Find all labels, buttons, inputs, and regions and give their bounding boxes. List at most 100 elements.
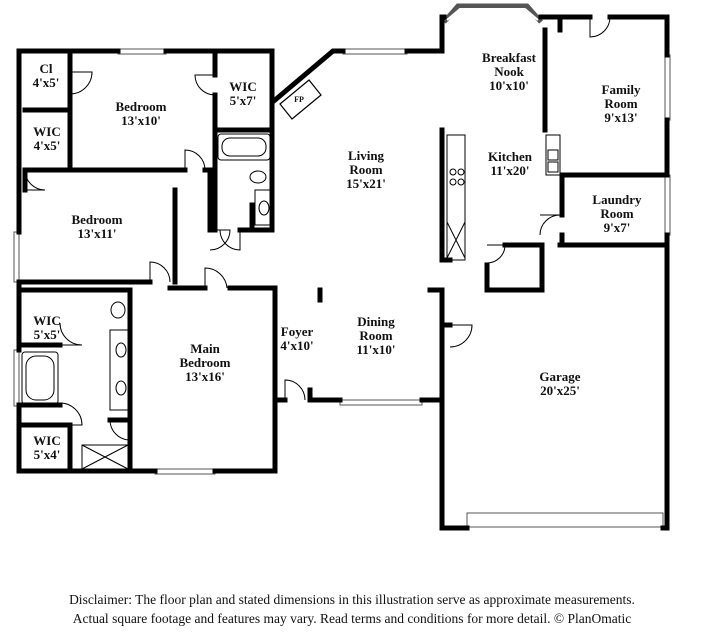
room-label-line: 5'x4' (34, 447, 61, 462)
room-label-line: 9'x13' (604, 110, 637, 125)
door (589, 16, 611, 38)
disclaimer-line-2: Actual square footage and features may v… (72, 611, 632, 626)
garage-door (466, 512, 664, 528)
bathtub-inner (221, 137, 267, 157)
door (59, 322, 83, 346)
room-label-line: 13'x10' (121, 113, 161, 128)
room-label-line: Bedroom (179, 355, 230, 370)
window (339, 399, 423, 406)
room-label-line: 11'x20' (490, 163, 529, 178)
counter (446, 134, 466, 261)
bay-window (442, 3, 543, 24)
room-label-line: Dining (357, 314, 395, 329)
room-label-line: Foyer (281, 324, 314, 339)
sink (115, 380, 127, 396)
door (204, 267, 228, 289)
doors (24, 16, 611, 441)
door (284, 379, 306, 401)
counter (545, 134, 561, 176)
room-label-line: Nook (494, 64, 524, 79)
sink (547, 149, 559, 161)
window (13, 349, 20, 407)
room-label-line: 4'x5' (33, 75, 60, 90)
fireplace: FP (279, 79, 322, 120)
room-label-line: 11'x10' (356, 342, 395, 357)
fireplace-outline (279, 79, 322, 120)
room-label-line: 4'x5' (34, 138, 61, 153)
disclaimer-line-1: Disclaimer: The floor plan and stated di… (69, 592, 635, 607)
window (664, 54, 671, 121)
stove-burner (449, 178, 457, 186)
room-label-line: Room (604, 96, 637, 111)
sink (547, 161, 559, 173)
room-label-line: 15'x21' (346, 176, 386, 191)
room-label-line: Room (359, 328, 392, 343)
room-label-line: 4'x10' (280, 338, 313, 353)
room-label-line: Laundry (592, 192, 642, 207)
toilet (249, 170, 267, 184)
bathtub-inner (25, 355, 55, 401)
window (13, 231, 20, 283)
room-label-line: 5'x5' (34, 327, 61, 342)
door (149, 261, 171, 283)
door (184, 149, 206, 171)
bay-window-inner (446, 8, 539, 21)
fireplace-label: FP (294, 95, 304, 104)
door (539, 214, 561, 236)
room-label-line: WIC (33, 433, 60, 448)
disclaimer: Disclaimer: The floor plan and stated di… (0, 590, 704, 628)
window (154, 468, 216, 475)
door (59, 402, 83, 426)
stove-burner (457, 168, 465, 176)
door (194, 74, 216, 96)
room-label-line: Main (190, 341, 220, 356)
room-label-line: Room (349, 162, 382, 177)
door (109, 419, 131, 441)
room-label-line: 13'x11' (77, 226, 116, 241)
walls (16, 14, 670, 531)
fixtures (21, 133, 561, 470)
room-label-line: Bedroom (71, 212, 122, 227)
bathtub (21, 351, 59, 405)
door (449, 324, 473, 348)
bathtub (217, 133, 271, 161)
sink (115, 342, 127, 358)
stove-burner (457, 178, 465, 186)
sink (258, 200, 270, 216)
room-label-line: 9'x7' (604, 220, 631, 235)
room-label-line: Garage (539, 369, 580, 384)
dishwasher (446, 221, 466, 259)
window (117, 48, 167, 55)
door (219, 229, 241, 251)
stove-burner (449, 168, 457, 176)
room-label-line: 5'x7' (230, 93, 257, 108)
room-label-line: Living (348, 148, 385, 163)
room-label-line: Kitchen (488, 149, 533, 164)
room-label-line: Bedroom (115, 99, 166, 114)
room-label-line: 13'x16' (185, 369, 225, 384)
window (342, 48, 408, 55)
room-label-line: Family (602, 82, 641, 97)
toilet (110, 301, 126, 319)
room-label-line: Breakfast (482, 50, 537, 65)
vanity (254, 189, 271, 226)
room-label-line: WIC (33, 124, 60, 139)
room-label-line: 10'x10' (489, 78, 529, 93)
room-label-line: 20'x25' (540, 383, 580, 398)
shower (81, 444, 129, 470)
